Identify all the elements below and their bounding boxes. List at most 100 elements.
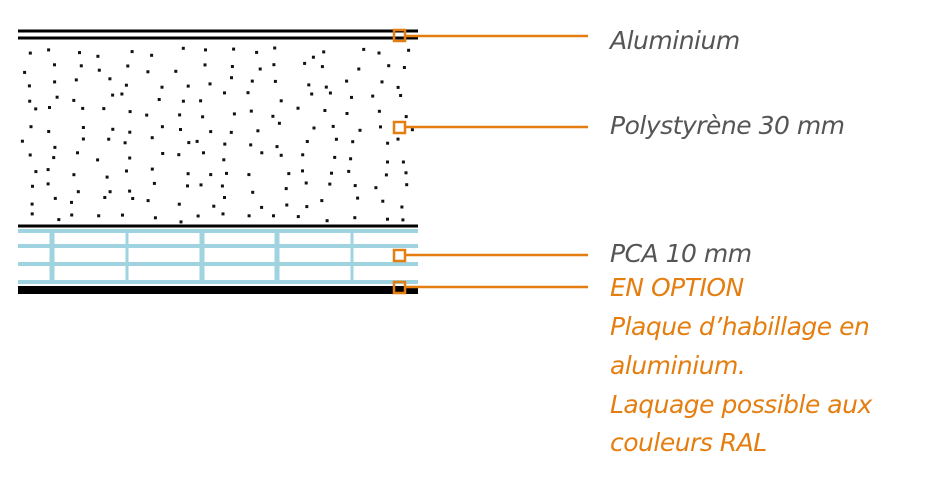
foam-speck	[230, 76, 233, 80]
foam-speck	[202, 151, 205, 155]
foam-speck	[187, 141, 191, 145]
foam-speck	[271, 114, 275, 118]
foam-speck	[186, 84, 190, 88]
foam-speck	[380, 80, 384, 84]
foam-speck	[53, 145, 57, 149]
leader-polystyrene	[392, 120, 588, 135]
foam-speck	[410, 128, 414, 132]
foam-speck	[328, 182, 332, 186]
foam-speck	[356, 196, 360, 200]
foam-speck	[251, 190, 255, 194]
option-heading: EN OPTION	[610, 273, 744, 302]
foam-speck	[153, 216, 157, 220]
foam-speck	[407, 48, 411, 52]
foam-speck	[272, 63, 276, 67]
foam-speck	[125, 169, 128, 173]
foam-speck	[404, 115, 408, 119]
foam-speck	[161, 152, 165, 155]
foam-speck	[28, 99, 32, 103]
foam-speck	[111, 127, 115, 131]
foam-speck	[195, 139, 199, 143]
foam-speck	[273, 79, 277, 83]
foam-speck	[145, 113, 149, 117]
foam-speck	[128, 156, 132, 160]
foam-speck	[303, 61, 307, 65]
foam-speck	[328, 91, 332, 95]
foam-speck	[320, 65, 324, 69]
foam-speck	[220, 184, 224, 188]
foam-speck	[124, 83, 128, 87]
foam-speck	[130, 50, 134, 54]
foam-speck	[160, 125, 164, 129]
foam-speck	[31, 184, 34, 188]
foam-speck	[178, 113, 182, 117]
foam-speck	[377, 109, 381, 113]
foam-speck	[279, 153, 283, 157]
foam-speck	[312, 126, 316, 130]
foam-speck	[396, 85, 400, 89]
foam-speck	[152, 181, 156, 185]
foam-speck	[247, 214, 251, 218]
pca-layer	[18, 229, 418, 284]
foam-speck	[181, 46, 185, 50]
foam-speck	[27, 84, 31, 88]
foam-speck	[57, 218, 61, 222]
foam-speck	[128, 189, 132, 193]
aluminium-layer	[18, 29, 418, 40]
foam-speck	[249, 109, 253, 113]
foam-speck	[150, 136, 154, 140]
foam-speck	[72, 173, 76, 177]
foam-speck	[53, 196, 57, 200]
foam-speck	[97, 68, 101, 72]
foam-speck	[160, 85, 164, 89]
foam-speck	[70, 213, 74, 217]
foam-speck	[272, 214, 275, 218]
foam-speck	[384, 173, 388, 177]
foam-speck	[349, 157, 353, 161]
foam-speck	[258, 67, 262, 71]
foam-speck	[96, 54, 100, 58]
foam-speck	[79, 64, 83, 68]
foam-speck	[107, 137, 111, 141]
foam-speck	[350, 95, 353, 99]
foam-speck	[30, 212, 34, 216]
foam-speck	[201, 115, 205, 119]
foam-speck	[386, 160, 389, 164]
foam-speck	[199, 99, 203, 103]
foam-speck	[387, 64, 391, 68]
foam-speck	[52, 156, 56, 160]
foam-speck	[74, 78, 78, 82]
foam-speck	[333, 155, 337, 159]
foam-speck	[121, 213, 124, 217]
foam-speck	[81, 137, 85, 141]
foam-speck	[371, 94, 375, 98]
foam-speck	[401, 218, 405, 222]
foam-speck	[404, 171, 408, 175]
option-line: Plaque d’habillage en	[610, 312, 870, 341]
foam-speck	[377, 51, 381, 55]
label-aluminium: Aluminium	[610, 26, 740, 55]
foam-speck	[181, 99, 185, 103]
foam-speck	[46, 182, 50, 186]
foam-speck	[96, 158, 100, 162]
foam-speck	[353, 184, 357, 188]
foam-speck	[386, 141, 390, 145]
foam-speck	[229, 130, 233, 134]
foam-speck	[126, 64, 130, 68]
foam-speck	[357, 67, 361, 71]
foam-speck	[179, 128, 182, 131]
foam-speck	[34, 107, 38, 111]
foam-speck	[232, 47, 236, 51]
foam-speck	[55, 95, 59, 99]
foam-speck	[222, 158, 226, 162]
foam-speck	[30, 202, 34, 206]
foam-speck	[209, 130, 213, 134]
foam-speck	[46, 168, 50, 172]
foam-speck	[347, 169, 351, 173]
foam-speck	[345, 112, 349, 115]
foam-speck	[131, 197, 135, 200]
foam-speck	[223, 196, 226, 199]
bottom-plate	[18, 286, 418, 294]
foam-speck	[249, 143, 253, 147]
